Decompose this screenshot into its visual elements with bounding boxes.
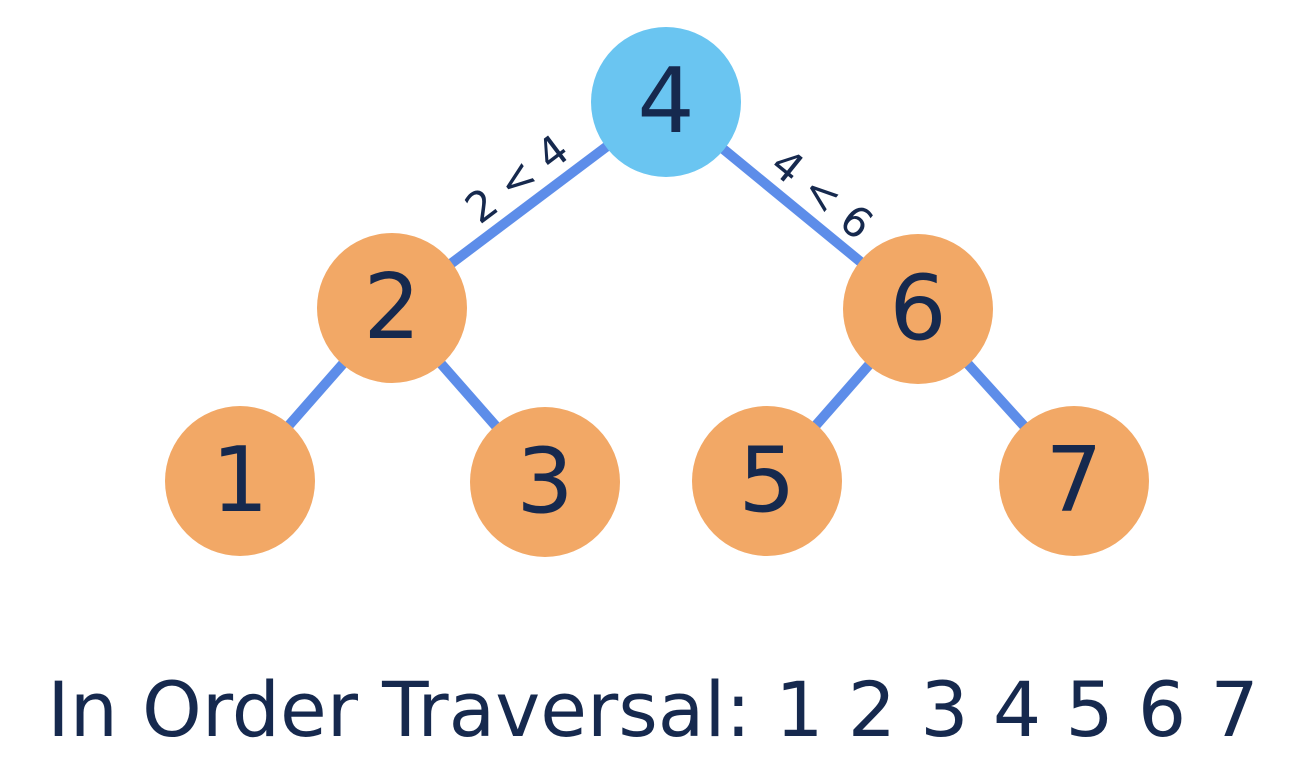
caption-sequence: 1 2 3 4 5 6 7	[775, 665, 1259, 754]
caption-label: In Order Traversal:	[47, 665, 752, 754]
tree-node-6: 6	[843, 234, 993, 384]
tree-node-7: 7	[999, 406, 1149, 556]
tree-node-2: 2	[317, 233, 467, 383]
tree-node-4: 4	[591, 27, 741, 177]
tree-node-3: 3	[470, 407, 620, 557]
inorder-traversal-caption: In Order Traversal: 1 2 3 4 5 6 7	[0, 668, 1306, 752]
tree-node-5: 5	[692, 406, 842, 556]
tree-node-1: 1	[165, 406, 315, 556]
